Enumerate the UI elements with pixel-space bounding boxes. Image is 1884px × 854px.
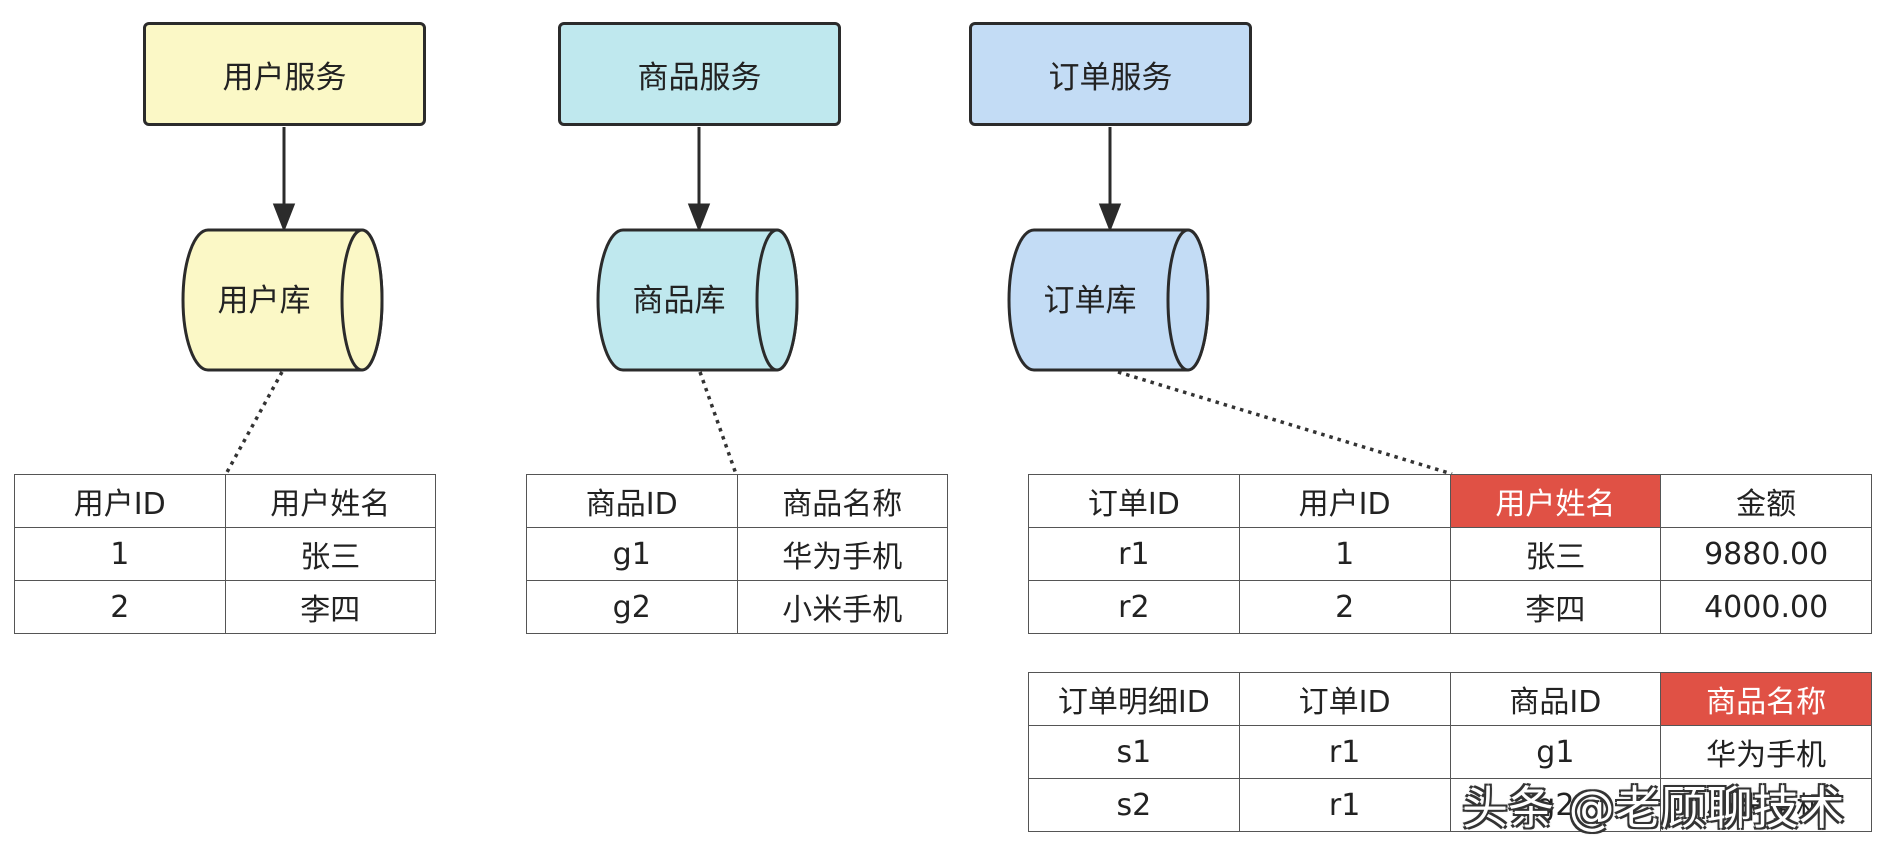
product-db-connector [698,371,738,475]
highlighted-header-cell: 用户姓名 [1449,474,1662,528]
table-cell: g1 [526,527,738,581]
header-cell: 商品ID [1449,672,1662,726]
user-db-connector [224,371,284,475]
order-database-cylinder [1007,228,1210,372]
table-header-row: 商品ID 商品名称 [526,474,948,528]
table-row: s1 r1 g1 华为手机 [1028,725,1872,779]
table-cell: 华为手机 [1660,725,1872,779]
user-table: 用户ID 用户姓名 1 张三 2 李四 [14,474,436,634]
table-row: g2 小米手机 [526,580,948,634]
table-cell: s2 [1028,778,1240,832]
table-cell: s1 [1028,725,1240,779]
header-cell: 用户ID [14,474,226,528]
table-row: g1 华为手机 [526,527,948,581]
header-cell: 订单ID [1238,672,1451,726]
product-service-box: 商品服务 [558,22,841,126]
table-cell: r2 [1028,580,1240,634]
product-database-label: 商品库 [633,283,726,319]
table-header-row: 用户ID 用户姓名 [14,474,436,528]
table-row: s2 r1 g2 小米手机 [1028,778,1872,832]
table-cell: r1 [1238,725,1451,779]
user-service-label: 用户服务 [222,59,347,96]
user-service-box: 用户服务 [143,22,426,126]
table-cell: 1 [1238,527,1451,581]
table-cell: 2 [14,580,226,634]
table-row: 2 李四 [14,580,436,634]
table-cell: 张三 [1449,527,1662,581]
header-cell: 订单ID [1028,474,1240,528]
table-cell: 1 [14,527,226,581]
user-database-cylinder [181,228,384,372]
order-table: 订单ID 用户ID 用户姓名 金额 r1 1 张三 9880.00 r2 2 李… [1028,474,1872,634]
order-service-label: 订单服务 [1048,59,1173,96]
product-service-label: 商品服务 [637,59,762,96]
table-cell: r1 [1238,778,1451,832]
order-detail-table: 订单明细ID 订单ID 商品ID 商品名称 s1 r1 g1 华为手机 s2 r… [1028,672,1872,832]
table-cell: r1 [1028,527,1240,581]
order-service-box: 订单服务 [969,22,1252,126]
table-cell: g1 [1449,725,1662,779]
order-database-label: 订单库 [1044,283,1137,319]
header-cell: 用户ID [1238,474,1451,528]
watermark-text: 头条 @老顾聊技术 [1462,781,1845,835]
order-db-connector [1117,370,1453,476]
table-header-row: 订单明细ID 订单ID 商品ID 商品名称 [1028,672,1872,726]
table-cell: 张三 [224,527,436,581]
table-cell: 2 [1238,580,1451,634]
product-database-cylinder [596,228,799,372]
table-cell: 李四 [224,580,436,634]
user-service-arrowhead [272,203,296,233]
product-service-arrowhead [687,203,711,233]
table-cell: 李四 [1449,580,1662,634]
order-service-arrowhead [1098,203,1122,233]
table-cell: g2 [1449,778,1662,832]
table-cell: 小米手机 [736,580,948,634]
header-cell: 用户姓名 [224,474,436,528]
table-cell: g2 [526,580,738,634]
table-row: r1 1 张三 9880.00 [1028,527,1872,581]
product-table: 商品ID 商品名称 g1 华为手机 g2 小米手机 [526,474,948,634]
header-cell: 商品名称 [736,474,948,528]
table-cell: 小米手机 [1660,778,1872,832]
header-cell: 金额 [1660,474,1872,528]
table-cell: 9880.00 [1660,527,1872,581]
table-row: r2 2 李四 4000.00 [1028,580,1872,634]
table-header-row: 订单ID 用户ID 用户姓名 金额 [1028,474,1872,528]
table-row: 1 张三 [14,527,436,581]
user-database-label: 用户库 [218,283,311,319]
header-cell: 订单明细ID [1028,672,1240,726]
table-cell: 4000.00 [1660,580,1872,634]
header-cell: 商品ID [526,474,738,528]
table-cell: 华为手机 [736,527,948,581]
highlighted-header-cell: 商品名称 [1660,672,1872,726]
